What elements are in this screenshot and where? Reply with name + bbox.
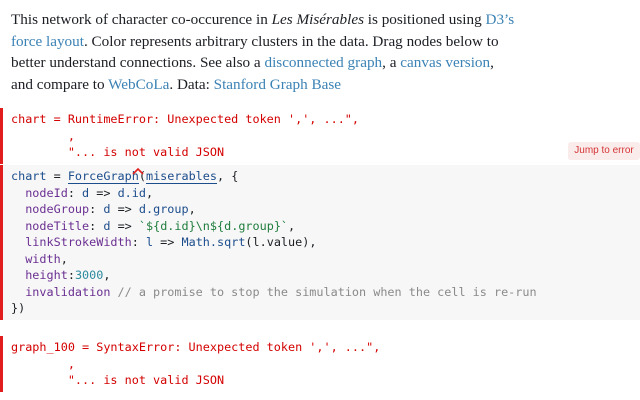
intro-paragraph: This network of character co-occurence i… — [11, 9, 631, 95]
force-layout-link[interactable]: force layout — [11, 32, 84, 50]
intro-line-3: better understand connections. See also … — [11, 54, 494, 72]
stanford-graph-base-link[interactable]: Stanford Graph Base — [213, 75, 341, 93]
intro-line-4: and compare to WebCoLa. Data: Stanford G… — [11, 75, 341, 93]
jump-to-error-button[interactable]: Jump to error — [568, 142, 640, 160]
chart-error-cell[interactable]: chart = RuntimeError: Unexpected token '… — [0, 108, 640, 164]
chart-error-message: chart = RuntimeError: Unexpected token '… — [11, 112, 360, 159]
graph-error-cell[interactable]: graph_100 = SyntaxError: Unexpected toke… — [0, 336, 640, 392]
forcegraph-function[interactable]: ForceGraph — [67, 169, 139, 184]
d3-link[interactable]: D3’s — [485, 11, 515, 28]
chart-code-editor[interactable]: chart = ForceGraph(miserables, { nodeId:… — [11, 169, 537, 315]
miserables-reference[interactable]: miserables — [145, 169, 217, 184]
disconnected-graph-link[interactable]: disconnected graph — [264, 54, 383, 72]
chart-code-cell[interactable]: chart = ForceGraph(miserables, { nodeId:… — [0, 165, 640, 320]
webcola-link[interactable]: WebCoLa — [108, 75, 170, 93]
graph-error-message: graph_100 = SyntaxError: Unexpected toke… — [11, 340, 381, 387]
intro-line-1: This network of character co-occurence i… — [11, 11, 515, 28]
book-title: Les Misérables — [271, 11, 364, 28]
intro-line-2: force layout. Color represents arbitrary… — [11, 32, 499, 50]
canvas-version-link[interactable]: canvas version — [400, 54, 491, 72]
error-caret-icon — [132, 167, 144, 175]
